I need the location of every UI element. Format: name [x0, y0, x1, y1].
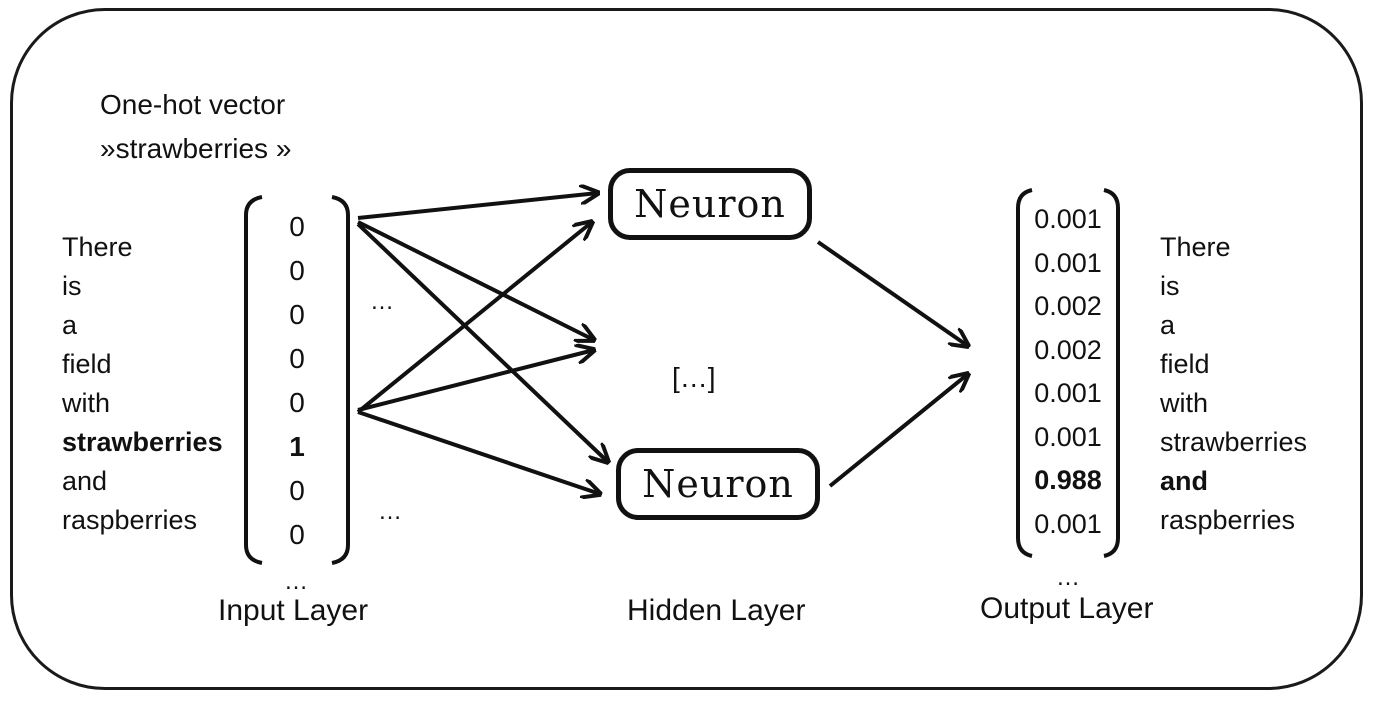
sentence-word: There — [1160, 232, 1231, 262]
vector-value: 0.001 — [1034, 378, 1102, 408]
vector-value: 0 — [289, 255, 305, 286]
output-layer-label: Output Layer — [980, 592, 1154, 625]
hidden-layer-label: Hidden Layer — [627, 594, 806, 627]
one-hot-title: One-hot vector — [100, 89, 286, 120]
sentence-word: is — [62, 271, 82, 301]
input-layer-label: Input Layer — [218, 594, 369, 627]
input-ellipsis-lower: … — [378, 498, 402, 525]
vector-value: 0 — [289, 211, 305, 242]
sentence-word: field — [62, 349, 112, 379]
arrow-input-top-to-neuron-bottom — [356, 222, 608, 462]
sentence-word: is — [1160, 271, 1180, 301]
output-probability-vector: 0.001 0.001 0.002 0.002 0.001 0.001 0.988 0.001 — [1020, 198, 1116, 546]
arrow-neuron-bottom-to-output — [828, 374, 968, 488]
diagram-frame — [10, 8, 1363, 690]
vector-value: 0 — [289, 387, 305, 418]
input-sentence-words: There is a field with strawberries and raspberr… — [62, 228, 223, 540]
sentence-word: raspberries — [62, 505, 198, 535]
vector-value: 0 — [289, 519, 305, 550]
vector-value: 0.001 — [1034, 204, 1102, 234]
vector-value: 0 — [289, 475, 305, 506]
hidden-neuron-top: Neuron — [608, 168, 812, 240]
sentence-word: a — [62, 310, 78, 340]
vector-value: 0.001 — [1034, 421, 1102, 452]
sentence-word: There — [62, 232, 133, 262]
sentence-word: with — [62, 388, 111, 418]
vector-value: 0 — [289, 299, 305, 330]
arrow-input-bottom-to-neuron-bottom — [357, 410, 600, 494]
input-right-bracket — [331, 195, 350, 565]
sentence-word: with — [1160, 388, 1209, 418]
sentence-word: and — [62, 466, 108, 496]
vector-value: 0.002 — [1034, 291, 1102, 321]
sentence-word: and — [1160, 466, 1209, 496]
output-sentence-words: There is a field with strawberries and raspberr… — [1160, 228, 1307, 540]
vector-value: 0.001 — [1034, 247, 1102, 278]
sentence-word: strawberries — [62, 427, 223, 457]
output-left-bracket — [1016, 188, 1033, 558]
sentence-word: strawberries — [1160, 427, 1308, 457]
input-one-hot-vector: 0 0 0 0 0 1 0 0 — [262, 205, 332, 557]
input-left-bracket — [244, 195, 263, 565]
one-hot-word: »strawberries » — [100, 133, 292, 164]
vector-value: 1 — [289, 431, 305, 462]
output-vector-ellipsis: … — [1056, 564, 1080, 591]
arrow-input-top-to-neuron-top — [357, 193, 598, 220]
sentence-word: field — [1160, 349, 1210, 379]
neuron-label: Neuron — [642, 462, 794, 506]
sentence-word: raspberries — [1160, 505, 1296, 535]
arrow-input-top-to-hidden-middle — [357, 220, 594, 340]
arrow-input-bottom-to-hidden-middle — [357, 350, 594, 412]
arrow-neuron-top-to-output — [816, 240, 968, 346]
input-vector-ellipsis: … — [284, 568, 308, 595]
vector-value: 0.001 — [1034, 508, 1102, 539]
vector-value: 0.988 — [1034, 465, 1102, 495]
neuron-label: Neuron — [634, 182, 786, 226]
sentence-word: a — [1160, 310, 1176, 340]
vector-value: 0 — [289, 343, 305, 374]
output-right-bracket — [1103, 188, 1120, 558]
hidden-neuron-bottom: Neuron — [616, 448, 820, 520]
input-ellipsis-upper: … — [370, 288, 394, 315]
arrow-input-bottom-to-neuron-top — [356, 222, 592, 414]
one-hot-header: One-hot vector »strawberries » — [100, 83, 291, 171]
hidden-layer-ellipsis: […] — [672, 362, 716, 393]
vector-value: 0.002 — [1034, 334, 1102, 365]
